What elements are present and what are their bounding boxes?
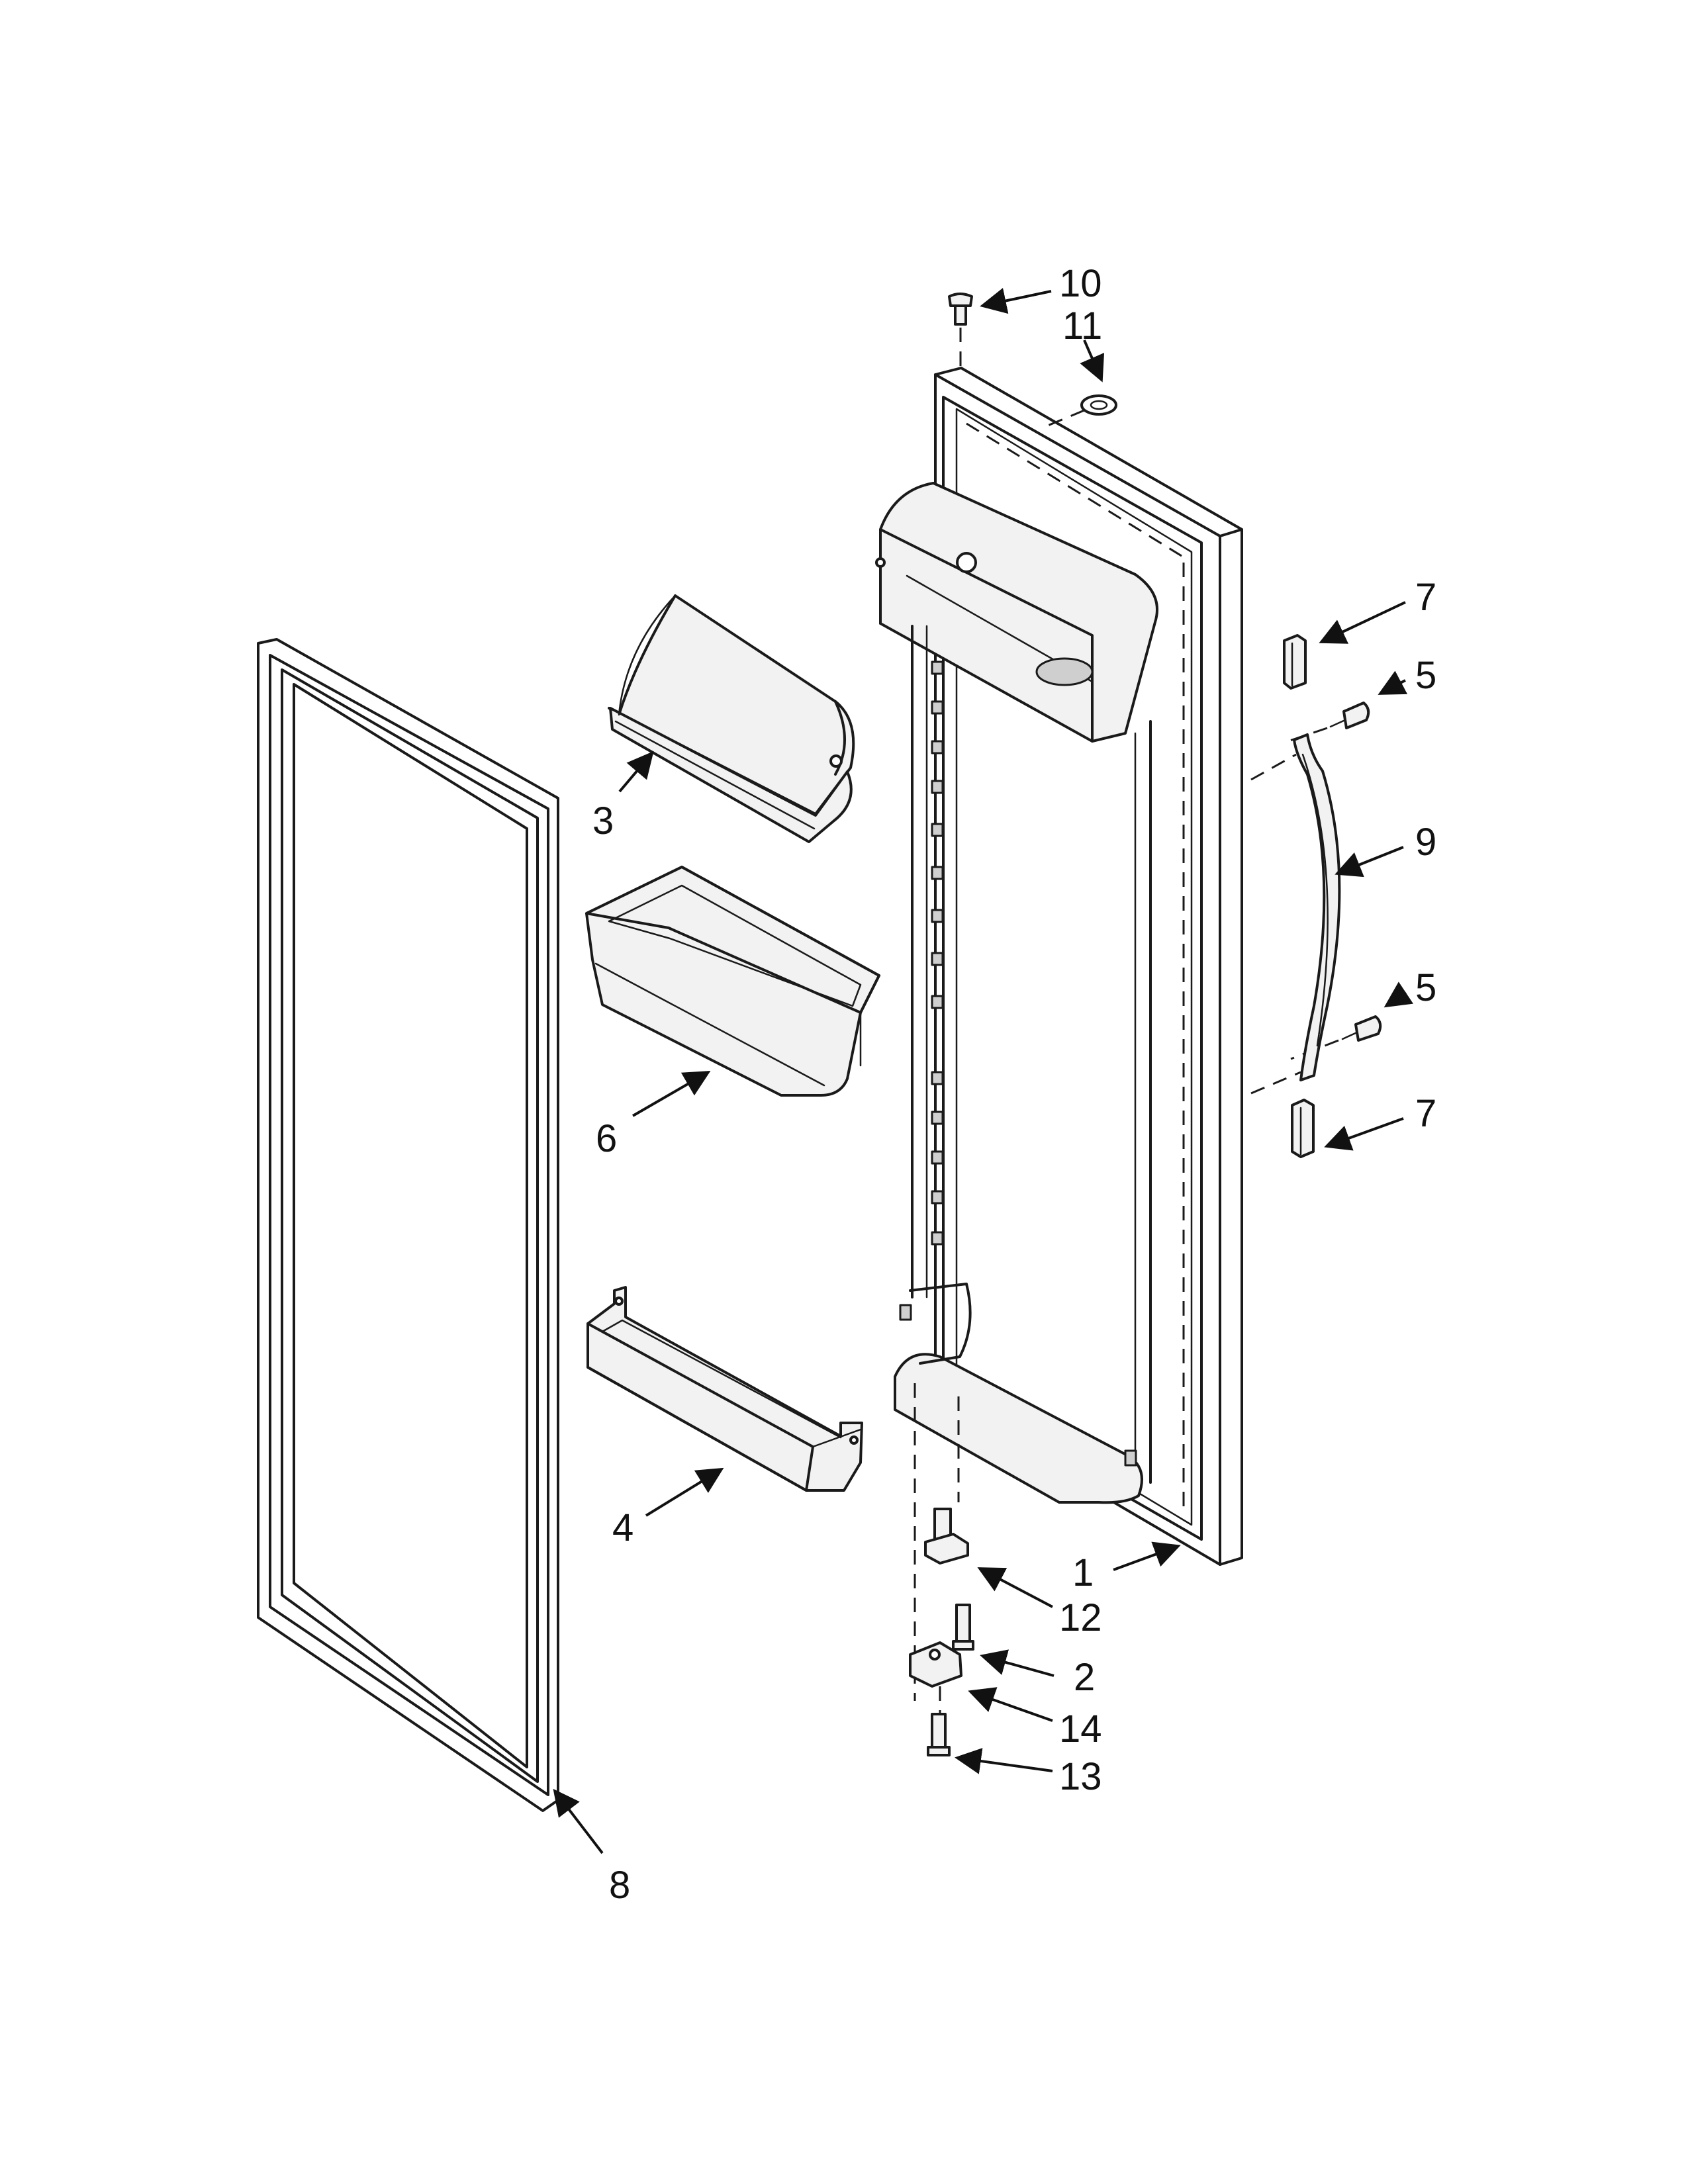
leader-7a (1319, 601, 1406, 644)
dairy-door-part-3 (608, 594, 855, 843)
leader-14 (968, 1687, 1053, 1722)
refrigerator-door-part-1 (875, 367, 1243, 1566)
callout-1: 1 (1072, 1551, 1094, 1594)
callout-3: 3 (592, 799, 614, 842)
leader-5a (1378, 670, 1408, 695)
door-bin-part-6 (585, 866, 880, 1097)
leader-13 (955, 1748, 1053, 1774)
callout-7-upper: 7 (1415, 576, 1436, 619)
hinge-bracket-part-14 (909, 1641, 962, 1721)
hinge-screw-part-2 (952, 1604, 974, 1651)
washer-part-11 (1044, 394, 1117, 428)
callout-8: 8 (609, 1864, 630, 1907)
callout-labels: 10 11 7 5 9 5 7 3 6 4 8 1 12 2 14 13 (592, 262, 1436, 1907)
leader-8 (553, 1788, 604, 1854)
callout-5-lower: 5 (1415, 966, 1436, 1009)
handle-endcap-part-7-upper (1283, 634, 1307, 690)
callout-11: 11 (1062, 304, 1102, 347)
handle-screw-part-5-upper (1284, 702, 1370, 744)
leader-10 (980, 287, 1052, 314)
callout-12: 12 (1059, 1596, 1102, 1639)
door-gasket-channel (966, 422, 1185, 1516)
callout-9: 9 (1415, 821, 1436, 864)
callout-13: 13 (1059, 1755, 1102, 1798)
callout-5-upper: 5 (1415, 654, 1436, 697)
door-gasket-part-8 (257, 638, 559, 1812)
callout-14: 14 (1059, 1707, 1102, 1751)
callout-2: 2 (1074, 1656, 1095, 1699)
door-handle-part-9 (1250, 733, 1341, 1095)
leader-2 (980, 1649, 1055, 1677)
callout-7-lower: 7 (1415, 1092, 1436, 1135)
hinge-pin-part-10 (948, 293, 973, 367)
leader-3 (618, 751, 654, 793)
leader-9 (1335, 846, 1404, 878)
leader-11 (1080, 340, 1105, 383)
callout-10: 10 (1059, 262, 1102, 305)
shelf-rail-part-4 (586, 1286, 863, 1492)
leader-1 (1113, 1541, 1181, 1571)
lower-hinge-part-12 (914, 1383, 969, 1701)
leader-7b (1324, 1117, 1404, 1151)
leader-4 (645, 1467, 724, 1517)
leader-12 (977, 1567, 1053, 1608)
handle-endcap-part-7-lower (1291, 1099, 1315, 1158)
leader-5b (1383, 981, 1414, 1008)
callout-4: 4 (612, 1506, 633, 1549)
callout-6: 6 (596, 1117, 617, 1160)
leader-6 (632, 1070, 711, 1117)
shelf-notches (931, 660, 944, 1246)
hinge-screw-part-13 (927, 1713, 951, 1756)
leader-lines (553, 287, 1414, 1854)
